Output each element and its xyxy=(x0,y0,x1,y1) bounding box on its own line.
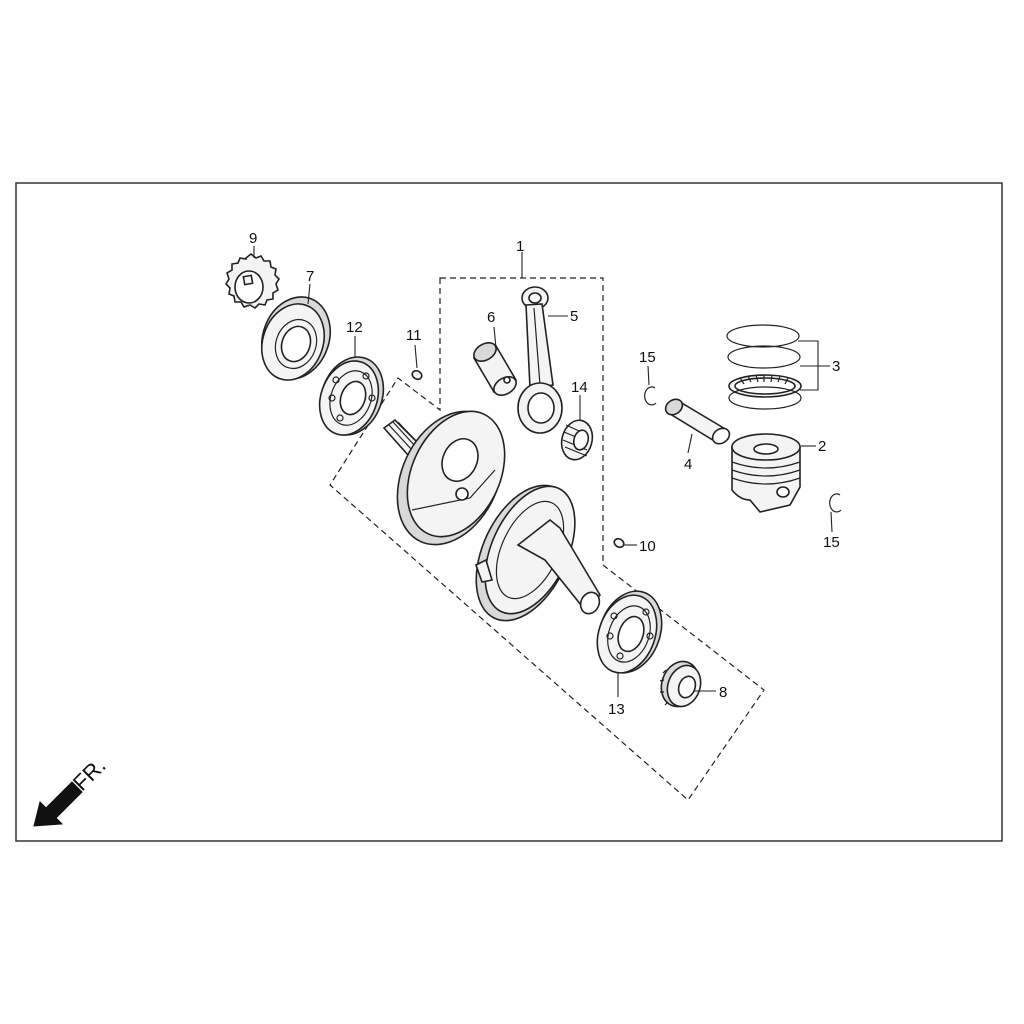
callout-4: 4 xyxy=(684,456,692,473)
piston-pin-clip-upper xyxy=(644,386,657,406)
callout-15-upper: 15 xyxy=(639,349,656,366)
crankshaft-left-half xyxy=(382,410,506,546)
callout-15-lower: 15 xyxy=(823,534,840,551)
oil-seal xyxy=(261,296,331,381)
callout-9: 9 xyxy=(249,230,257,247)
diagram-frame xyxy=(15,182,1003,842)
leader-lines xyxy=(253,246,833,697)
crankshaft-right-half xyxy=(475,484,602,622)
callout-11: 11 xyxy=(406,327,422,344)
callout-1: 1 xyxy=(516,238,524,255)
piston-pin-clip-lower xyxy=(829,493,842,513)
needle-bearing xyxy=(560,419,594,461)
callout-10: 10 xyxy=(639,538,656,555)
timing-gear xyxy=(224,252,281,310)
callout-8: 8 xyxy=(719,684,727,701)
piston xyxy=(731,433,801,513)
callout-14: 14 xyxy=(571,379,588,396)
front-direction-indicator: FR. xyxy=(33,753,111,827)
callout-13: 13 xyxy=(608,701,625,718)
callout-12: 12 xyxy=(346,319,363,336)
woodruff-key-left xyxy=(411,369,423,381)
front-arrow-icon xyxy=(33,781,83,827)
woodruff-key-right xyxy=(613,537,625,549)
piston-rings xyxy=(726,324,802,410)
callout-6: 6 xyxy=(487,309,495,326)
ball-bearing-left xyxy=(318,356,385,436)
drive-sprocket xyxy=(659,660,702,708)
callout-3: 3 xyxy=(832,358,840,375)
piston-pin xyxy=(664,398,731,445)
crank-pin xyxy=(472,342,518,396)
ball-bearing-right xyxy=(596,590,663,674)
callout-7: 7 xyxy=(306,268,314,285)
connecting-rod xyxy=(517,286,563,434)
callout-2: 2 xyxy=(818,438,826,455)
callout-5: 5 xyxy=(570,308,578,325)
